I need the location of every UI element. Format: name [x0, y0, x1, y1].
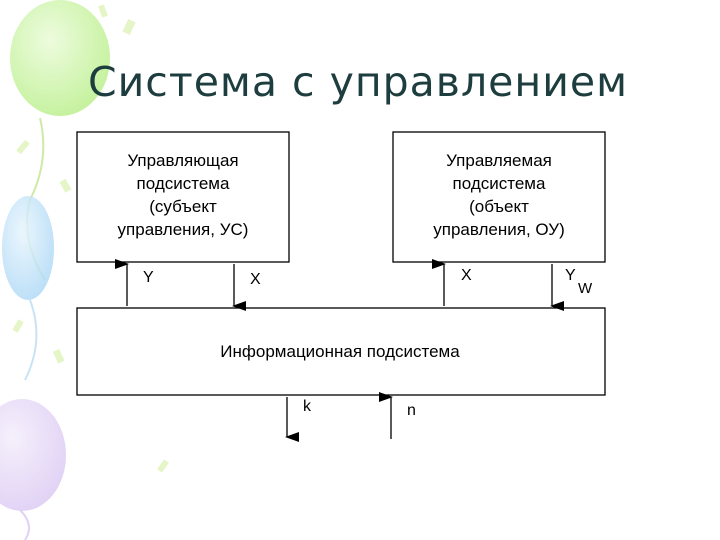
control-box-line-2: подсистема [137, 174, 230, 193]
arrow-y-up-label: Y [143, 269, 154, 286]
managed-box-line-4: управления, ОУ) [433, 220, 564, 239]
managed-box-line-2: подсистема [453, 174, 546, 193]
control-subsystem-box: Управляющая подсистема (субъект управлен… [76, 131, 290, 263]
arrow-k-label: k [303, 398, 312, 415]
information-subsystem-box: Информационная подсистема [76, 307, 606, 396]
arrow-x-up-label: X [461, 267, 472, 284]
arrow-n-label: n [407, 402, 416, 419]
managed-box-line-1: Управляемая [446, 151, 552, 170]
info-box-label: Информационная подсистема [220, 342, 460, 361]
slide-title: Система с управлением [88, 58, 629, 106]
managed-box-line-3: (объект [469, 197, 529, 216]
arrow-y-down-label: Y [565, 267, 576, 284]
control-box-line-1: Управляющая [127, 151, 238, 170]
purple-balloon [0, 399, 66, 540]
blue-balloon [2, 196, 54, 381]
managed-subsystem-box: Управляемая подсистема (объект управлени… [392, 131, 606, 263]
arrow-y-down-subscript: W [578, 280, 593, 297]
control-box-line-3: (субъект [149, 197, 217, 216]
arrow-x-down-label: X [250, 271, 261, 288]
confetti [12, 4, 169, 473]
control-box-line-4: управления, УС) [118, 220, 249, 239]
